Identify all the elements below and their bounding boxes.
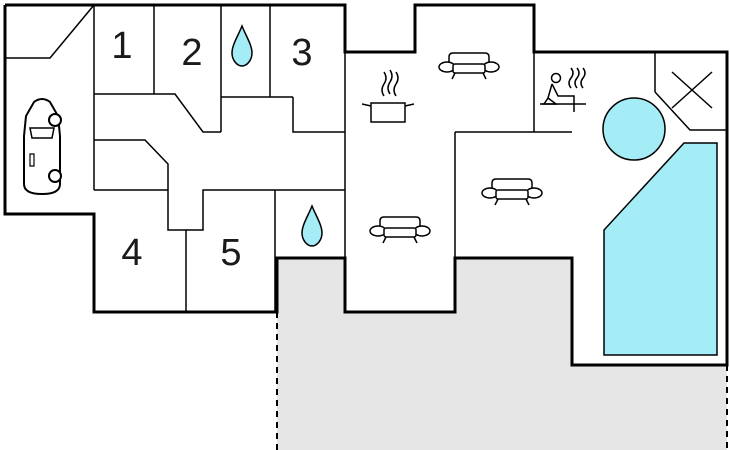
sofa-icon [369, 216, 431, 244]
cooking-pot-icon [361, 69, 415, 123]
room-2-label: 2 [181, 32, 202, 74]
terrace-area [277, 258, 727, 450]
car-icon [23, 98, 62, 196]
x-box-icon [671, 71, 713, 109]
sofa-icon [481, 178, 543, 206]
water-drop-icon [231, 23, 253, 67]
exterior-walls [3, 3, 729, 367]
sauna-icon [540, 67, 586, 112]
water-drop-icon [301, 203, 323, 247]
hot-tub-icon [602, 97, 666, 161]
room-3-label: 3 [291, 32, 312, 74]
room-5-label: 5 [220, 232, 241, 274]
room-4-label: 4 [121, 232, 142, 274]
sofa-icon [438, 52, 500, 80]
room-1-label: 1 [111, 25, 132, 67]
pool-icon [603, 142, 718, 356]
interior-walls [5, 4, 727, 312]
